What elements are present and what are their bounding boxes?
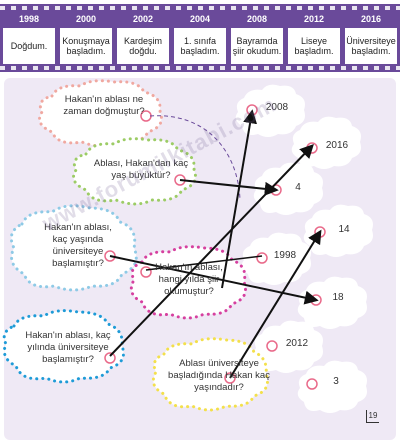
question-circle[interactable] <box>104 352 116 364</box>
timeline-year: 2008 <box>246 14 268 24</box>
timeline-event: Üniversiteye başladım. <box>345 28 397 64</box>
timeline-event: Bayramda şiir okudum. <box>231 28 283 64</box>
timeline-event: Konuşmaya başladım. <box>60 28 112 64</box>
timeline-event: Kardeşim doğdu. <box>117 28 169 64</box>
answer-text: 14 <box>338 224 350 235</box>
question-cloud-1 <box>38 79 163 148</box>
film-sprocket-top <box>0 6 400 10</box>
question-cloud-5 <box>2 309 125 384</box>
question-text-4: Hakan'ın ablası, hangi yılda şiir okumuş… <box>155 262 223 297</box>
answer-cloud <box>253 162 323 215</box>
matching-arrow <box>179 179 279 196</box>
answer-text: 2016 <box>325 140 349 151</box>
question-text-3: Hakan'ın ablası, kaç yaşında üniversitey… <box>44 222 112 269</box>
answer-text: 2012 <box>285 338 309 349</box>
timeline-year: 2002 <box>132 14 154 24</box>
answer-circle[interactable] <box>256 252 268 264</box>
timeline-item: 2008 Bayramda şiir okudum. <box>231 12 283 64</box>
question-cloud-2 <box>72 137 197 206</box>
matching-arrow <box>229 229 322 379</box>
timeline-year: 1998 <box>18 14 40 24</box>
answer-cloud <box>241 232 311 285</box>
timeline-event: 1. sınıfa başladım. <box>174 28 226 64</box>
question-text-2: Ablası, Hakan'dan kaç yaş büyüktür? <box>93 158 189 181</box>
answer-text: 4 <box>295 182 301 193</box>
matching-arrow <box>145 255 263 271</box>
matching-arrow <box>221 109 258 289</box>
answer-cloud <box>297 360 367 413</box>
answer-circle[interactable] <box>306 142 318 154</box>
timeline-strip: 1998 Doğdum. 2000 Konuşmaya başladım. 20… <box>0 4 400 72</box>
timeline-item: 2000 Konuşmaya başladım. <box>60 12 112 64</box>
matching-arrow <box>109 143 314 357</box>
question-cloud-4 <box>129 245 247 320</box>
timeline-year: 2004 <box>189 14 211 24</box>
answer-circle[interactable] <box>306 378 318 390</box>
question-text-1: Hakan'ın ablası ne zaman doğmuştur? <box>63 94 145 117</box>
question-cloud-6 <box>151 337 269 412</box>
timeline-event: Doğdum. <box>3 28 55 64</box>
page-number: 19 <box>366 410 379 423</box>
timeline-item: 2012 Liseye başladım. <box>288 12 340 64</box>
answer-cloud <box>297 276 367 329</box>
question-text-5: Hakan'ın ablası, kaç yılında üniversitey… <box>25 330 111 365</box>
answer-circle[interactable] <box>266 340 278 352</box>
answer-cloud <box>253 320 323 373</box>
dashed-connector <box>149 115 241 201</box>
timeline-item: 2002 Kardeşim doğdu. <box>117 12 169 64</box>
question-cloud-3 <box>9 204 138 292</box>
answer-text: 18 <box>332 292 344 303</box>
timeline-year: 2012 <box>303 14 325 24</box>
timeline-event: Liseye başladım. <box>288 28 340 64</box>
timeline-item: 1998 Doğdum. <box>3 12 55 64</box>
answer-text: 2008 <box>265 102 289 113</box>
timeline-year: 2016 <box>360 14 382 24</box>
answer-text: 3 <box>333 376 339 387</box>
question-text-6: Ablası üniversiteye başladığında Hakan k… <box>168 358 270 393</box>
timeline-item: 2016 Üniversiteye başladım. <box>345 12 397 64</box>
film-sprocket-bottom <box>0 66 400 70</box>
timeline-year: 2000 <box>75 14 97 24</box>
answer-text: 1998 <box>273 250 297 261</box>
timeline-item: 2004 1. sınıfa başladım. <box>174 12 226 64</box>
